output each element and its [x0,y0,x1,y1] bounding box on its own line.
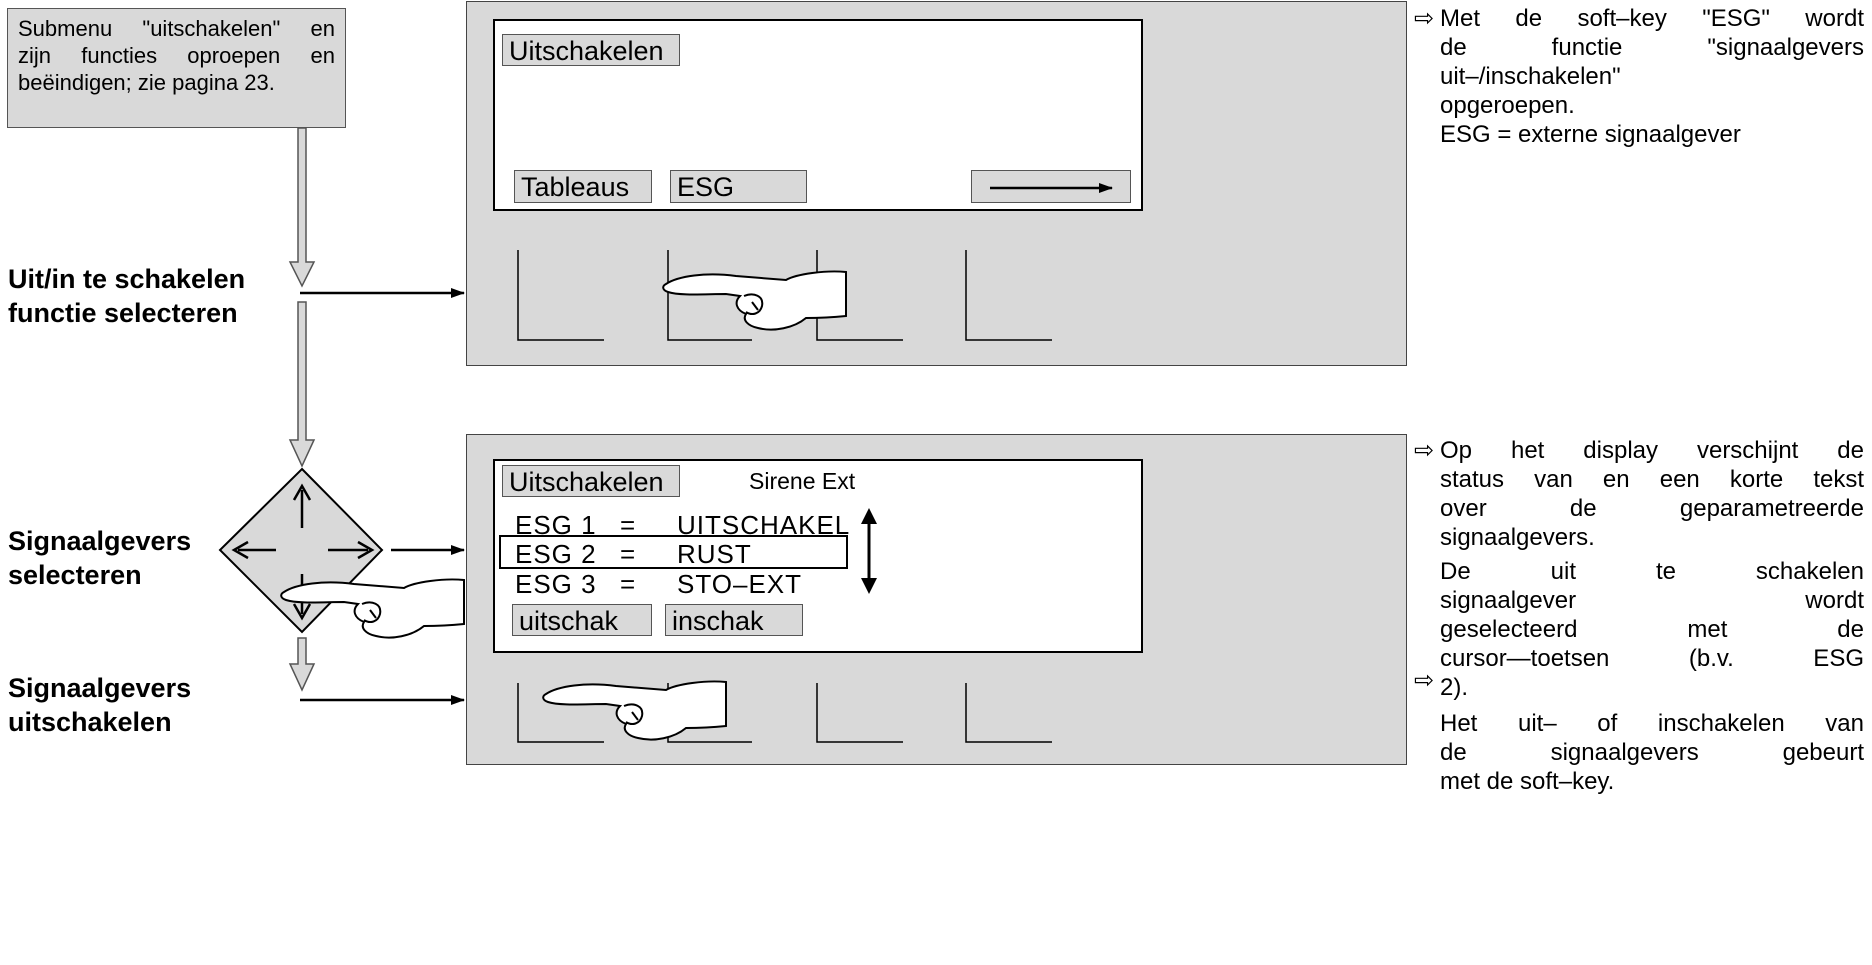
esg-row-2-name: ESG 2 [515,539,597,569]
note-2-line3: over de geparametreerde [1440,495,1864,522]
step-select-devices-line2: selecteren [8,560,142,590]
softkey-uitschak[interactable]: uitschak [512,604,652,636]
esg-row-3-name: ESG 3 [515,569,597,599]
step-select-function: Uit/in te schakelen functie selecteren [8,262,245,330]
intro-line-3: beëindigen; zie pagina 23. [18,70,275,95]
note-2-line4: signaalgevers. [1440,524,1595,551]
esg-row-3-status: STO–EXT [677,569,803,599]
note-2-line12: met de soft–key. [1440,768,1615,795]
esg-row-1-eq: = [620,510,637,540]
note-2-line8: cursor—toetsen (b.v. ESG [1440,645,1864,672]
esg-row-3-eq: = [620,569,637,599]
step-select-devices: Signaalgevers selecteren [8,524,191,592]
display2-header-right: Sirene Ext [749,468,856,494]
note-2-line9: 2). [1440,674,1469,701]
esg-row-2-eq: = [620,539,637,569]
step-switch-off-line1: Signaalgevers [8,673,192,703]
note-2-line1: Op het display verschijnt de [1440,437,1864,464]
note-2: ⇨ Op het display verschijnt de status va… [1414,436,1870,796]
esg-row-2-status: RUST [677,539,752,569]
step-select-function-line1: Uit/in te schakelen [8,264,246,294]
step-switch-off: Signaalgevers uitschakelen [8,671,191,739]
step-select-function-line2: functie selecteren [8,298,238,328]
arrow-down-outline-icon-2 [288,301,316,468]
softkey-tableaus[interactable]: Tableaus [514,170,652,203]
intro-note-box: Submenu "uitschakelen" en zijn functies … [7,8,346,128]
arrow-down-outline-icon-1 [288,127,316,288]
pointing-hand-icon-3 [542,680,727,741]
note-1: ⇨ Met de soft–key "ESG" wordt de functie… [1414,4,1870,149]
intro-line-2: zijn functies oproepen en [18,43,335,68]
note-1-line5: ESG = externe signaalgever [1440,121,1741,148]
softkey-inschak[interactable]: inschak [665,604,803,636]
step-select-devices-line1: Signaalgevers [8,526,192,556]
step-switch-off-line2: uitschakelen [8,707,172,737]
display1-title: Uitschakelen [502,34,680,66]
note-2-line10: Het uit– of inschakelen van [1440,710,1864,737]
note-2-line5: De uit te schakelen [1440,558,1864,585]
intro-line-1: Submenu "uitschakelen" en [18,16,335,41]
double-arrow-vertical-icon [861,508,877,594]
softkey-esg[interactable]: ESG [670,170,807,203]
note-1-arrow-icon: ⇨ [1414,5,1435,32]
note-1-line4: opgeroepen. [1440,92,1575,119]
pointing-hand-icon-1 [662,270,847,331]
note-1-line2: de functie "signaalgevers [1440,34,1864,61]
esg-selection-frame[interactable] [499,535,848,569]
display2-title: Uitschakelen [502,465,680,497]
note-2-arrow-icon: ⇨ [1414,437,1435,464]
note-3-arrow-icon: ⇨ [1414,667,1435,694]
arrow-down-outline-icon-3 [288,637,316,692]
note-2-line11: de signaalgevers gebeurt [1440,739,1864,766]
note-2-line2: status van en een korte tekst [1440,466,1864,493]
note-2-line6: signaalgever wordt [1440,587,1864,614]
note-2-line7: geselecteerd met de [1440,616,1864,643]
note-1-line1: Met de soft–key "ESG" wordt [1440,5,1864,32]
note-1-line3: uit–/inschakelen" [1440,63,1621,90]
